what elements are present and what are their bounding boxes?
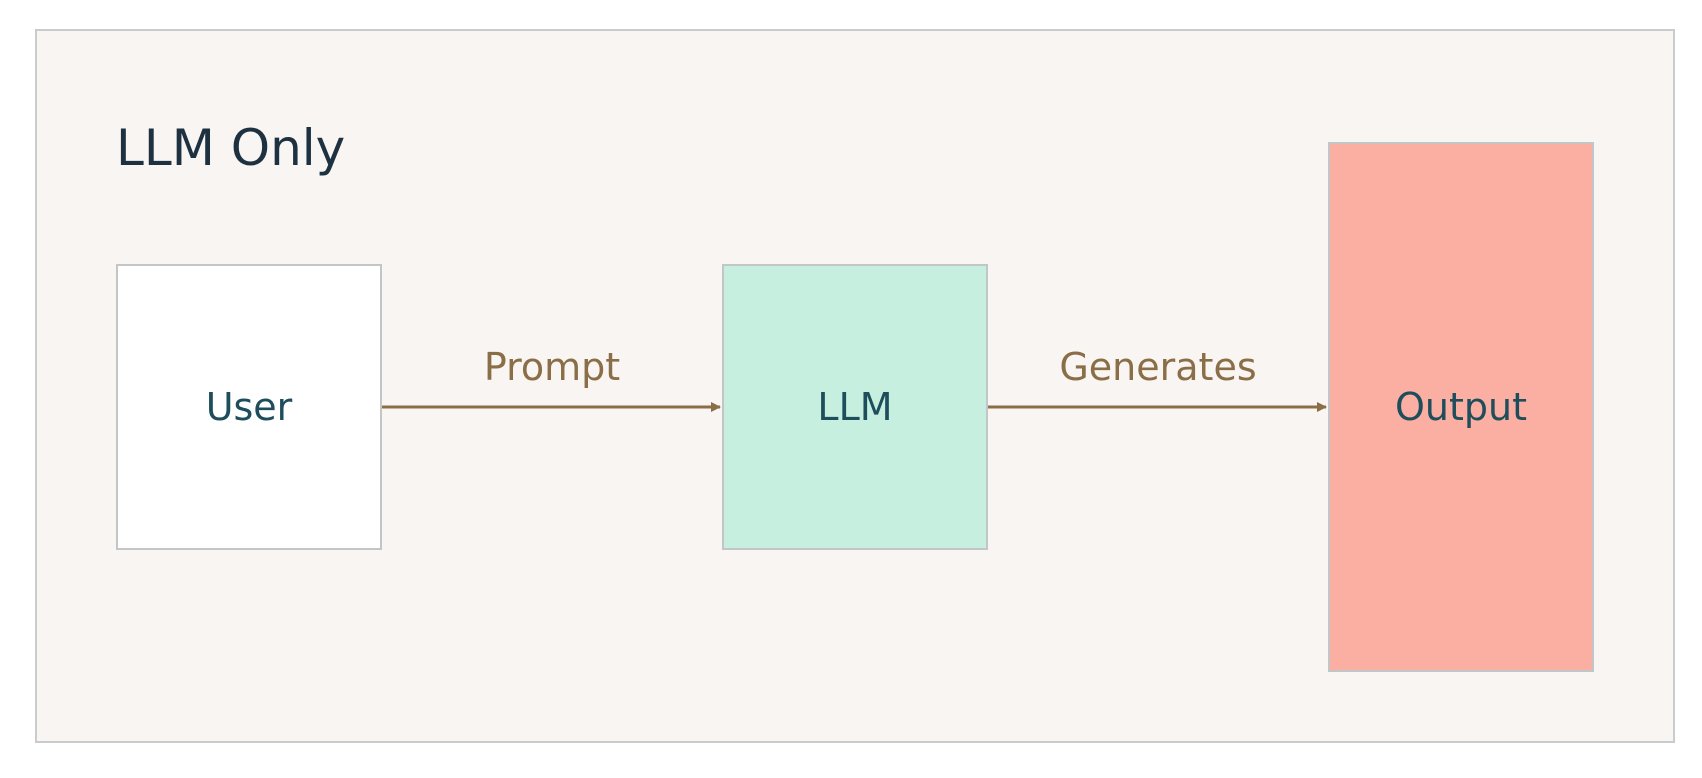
node-user: User <box>116 264 382 550</box>
node-llm: LLM <box>722 264 988 550</box>
node-llm-label: LLM <box>817 385 893 429</box>
diagram-title: LLM Only <box>116 119 346 177</box>
edge-label-generates: Generates <box>1059 345 1257 389</box>
edge-label-prompt: Prompt <box>483 345 621 389</box>
node-user-label: User <box>205 385 293 429</box>
node-output-label: Output <box>1395 385 1527 429</box>
node-output: Output <box>1328 142 1594 672</box>
